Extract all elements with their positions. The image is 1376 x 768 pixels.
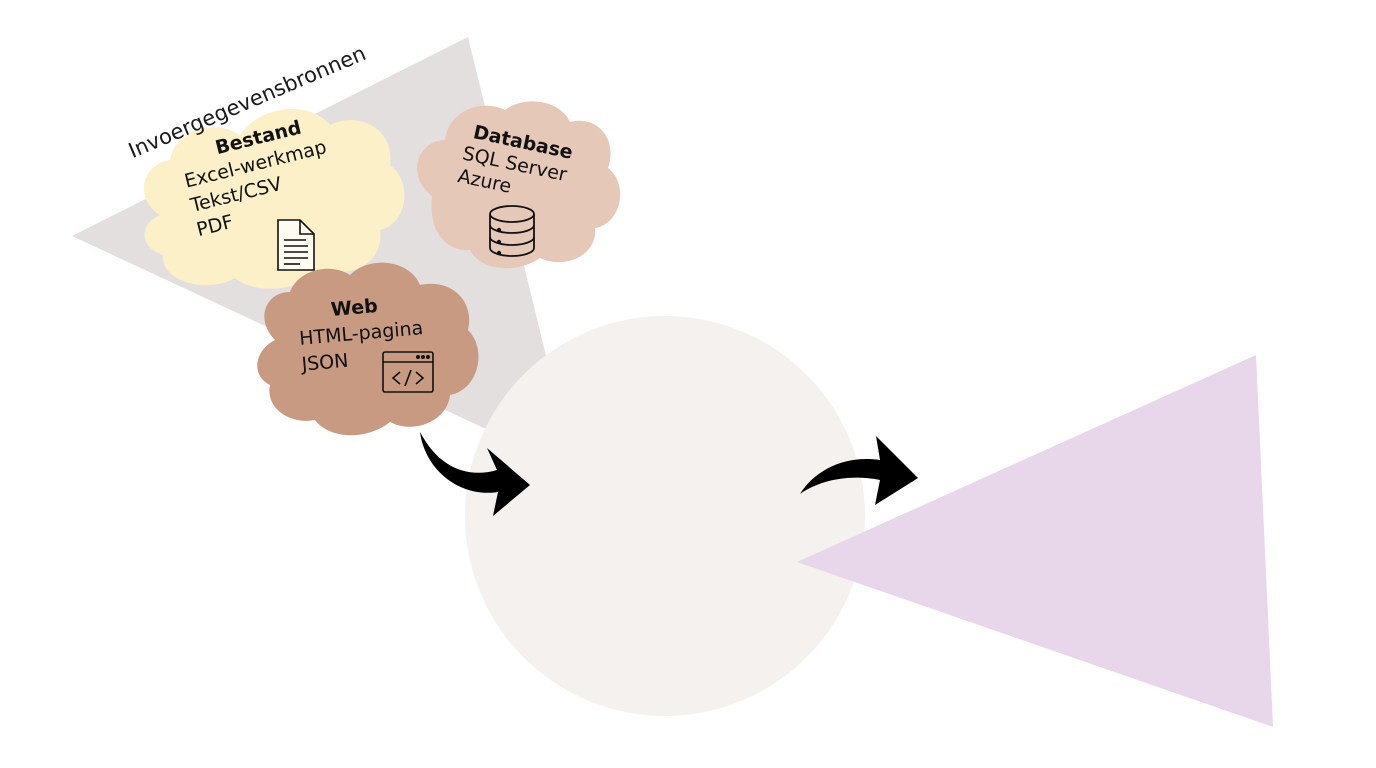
source-web: Web HTML-pagina JSON: [296, 289, 426, 378]
document-icon: [277, 219, 315, 271]
output-triangle: [797, 355, 1273, 727]
database-icon: [489, 205, 535, 257]
cloud-database: [417, 101, 621, 269]
arrow-to-process: [420, 432, 530, 516]
code-window-icon: [382, 351, 434, 393]
process-circle: [465, 316, 865, 716]
cloud-bestand: [143, 108, 405, 289]
arrow-to-output: [800, 436, 918, 505]
